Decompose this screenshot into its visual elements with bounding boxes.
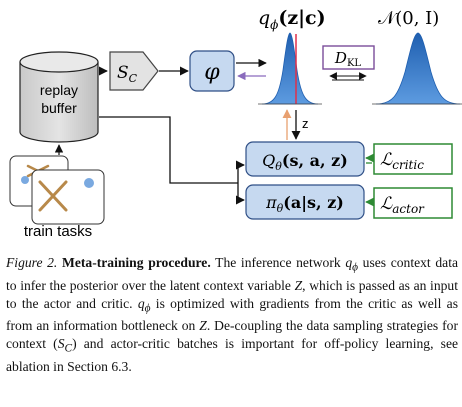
replay-buffer-label-line2: buffer bbox=[41, 100, 77, 116]
arrow-buffer-to-actor-critic bbox=[99, 116, 238, 184]
goal-dot bbox=[84, 178, 94, 188]
caption-math: ϕ bbox=[144, 302, 151, 315]
train-tasks-illustration: train tasks bbox=[9, 155, 105, 240]
caption-math: C bbox=[64, 343, 73, 356]
caption-math: S bbox=[57, 336, 65, 352]
actor-loss-label: ℒactor bbox=[380, 194, 425, 216]
latent-label: z bbox=[302, 116, 309, 131]
caption-figure-label: Figure 2. bbox=[6, 255, 58, 270]
replay-buffer-label-line1: replay bbox=[40, 82, 78, 98]
ant-icon bbox=[38, 180, 68, 212]
caption-text: uses context data to infer the posterior… bbox=[6, 255, 458, 293]
inference-network-label: φ bbox=[204, 60, 220, 85]
prior-label: 𝒩(0, I) bbox=[378, 8, 439, 29]
caption-text: The inference network bbox=[210, 255, 346, 270]
context-sampler: SC bbox=[109, 51, 159, 91]
goal-dot bbox=[21, 176, 29, 184]
caption-math: Z bbox=[199, 318, 207, 334]
inference-network: φ bbox=[189, 50, 235, 92]
critic-loss: ℒcritic bbox=[373, 143, 453, 175]
caption-text: . De-coupling the data sampling strategi… bbox=[6, 318, 458, 352]
caption-text: is optimized with gradients from the cri… bbox=[6, 295, 458, 334]
meta-training-diagram: replay buffer train tasks SC φ bbox=[9, 7, 462, 240]
replay-buffer: replay buffer bbox=[19, 51, 99, 143]
critic-label: Qθ(s, a, z) bbox=[262, 151, 348, 173]
kl-divergence: DKL bbox=[322, 45, 375, 81]
posterior-label: qϕ(z|c) bbox=[258, 7, 326, 32]
figure-caption: Figure 2. Meta-training procedure. The i… bbox=[6, 254, 458, 376]
caption-title: Meta-training procedure. bbox=[62, 255, 211, 270]
caption-math: q bbox=[345, 255, 353, 270]
critic-loss-label: ℒcritic bbox=[380, 150, 424, 172]
context-sampler-label: SC bbox=[117, 63, 138, 85]
caption-math: q bbox=[137, 295, 145, 311]
train-tasks-label: train tasks bbox=[24, 223, 92, 240]
actor-network: πθ(a|s, z) bbox=[245, 184, 365, 220]
critic-network: Qθ(s, a, z) bbox=[245, 141, 365, 177]
prior-distribution bbox=[372, 32, 462, 105]
caption-math: Z bbox=[294, 277, 303, 293]
kl-label: DKL bbox=[334, 49, 362, 69]
actor-label: πθ(a|s, z) bbox=[265, 193, 344, 215]
caption-text: , which is passed as an input to the act… bbox=[6, 277, 458, 311]
actor-loss: ℒactor bbox=[373, 187, 453, 219]
caption-math: ϕ bbox=[352, 261, 358, 274]
posterior-distribution bbox=[258, 32, 322, 105]
caption-text: ) and actor-critic batches is important … bbox=[6, 336, 459, 375]
